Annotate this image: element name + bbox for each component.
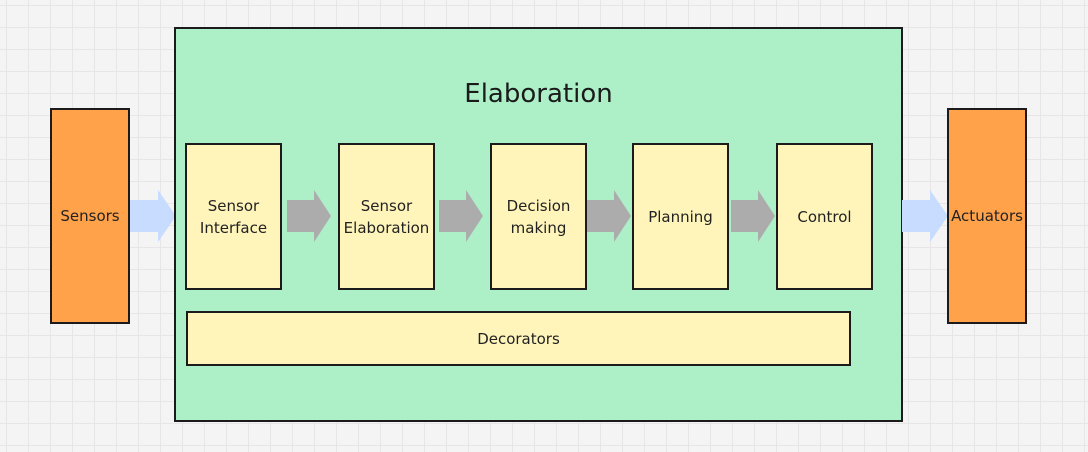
control-block: Control bbox=[776, 143, 873, 290]
decorators-block: Decorators bbox=[186, 311, 851, 366]
actuators-label: Actuators bbox=[951, 207, 1023, 225]
sensor-elaboration-block: Sensor Elaboration bbox=[338, 143, 435, 290]
stage-arrow-3 bbox=[587, 190, 631, 242]
stage-arrow-2 bbox=[439, 190, 483, 242]
stage-arrow-4 bbox=[731, 190, 775, 242]
sensor-interface-label: Sensor Interface bbox=[199, 196, 268, 237]
planning-block: Planning bbox=[632, 143, 729, 290]
planning-label: Planning bbox=[648, 207, 713, 226]
decision-making-label: Decision making bbox=[506, 196, 571, 237]
actuators-block: Actuators bbox=[947, 108, 1027, 324]
sensor-elaboration-label: Sensor Elaboration bbox=[343, 196, 430, 237]
elaboration-title: Elaboration bbox=[464, 79, 613, 109]
sensors-to-elaboration-arrow bbox=[130, 190, 176, 242]
sensors-block: Sensors bbox=[50, 108, 130, 324]
control-label: Control bbox=[797, 207, 852, 226]
sensors-label: Sensors bbox=[60, 207, 120, 225]
stage-arrow-1 bbox=[287, 190, 331, 242]
sensor-interface-block: Sensor Interface bbox=[185, 143, 282, 290]
decorators-label: Decorators bbox=[477, 329, 560, 348]
elaboration-to-actuators-arrow bbox=[902, 190, 948, 242]
decision-making-block: Decision making bbox=[490, 143, 587, 290]
